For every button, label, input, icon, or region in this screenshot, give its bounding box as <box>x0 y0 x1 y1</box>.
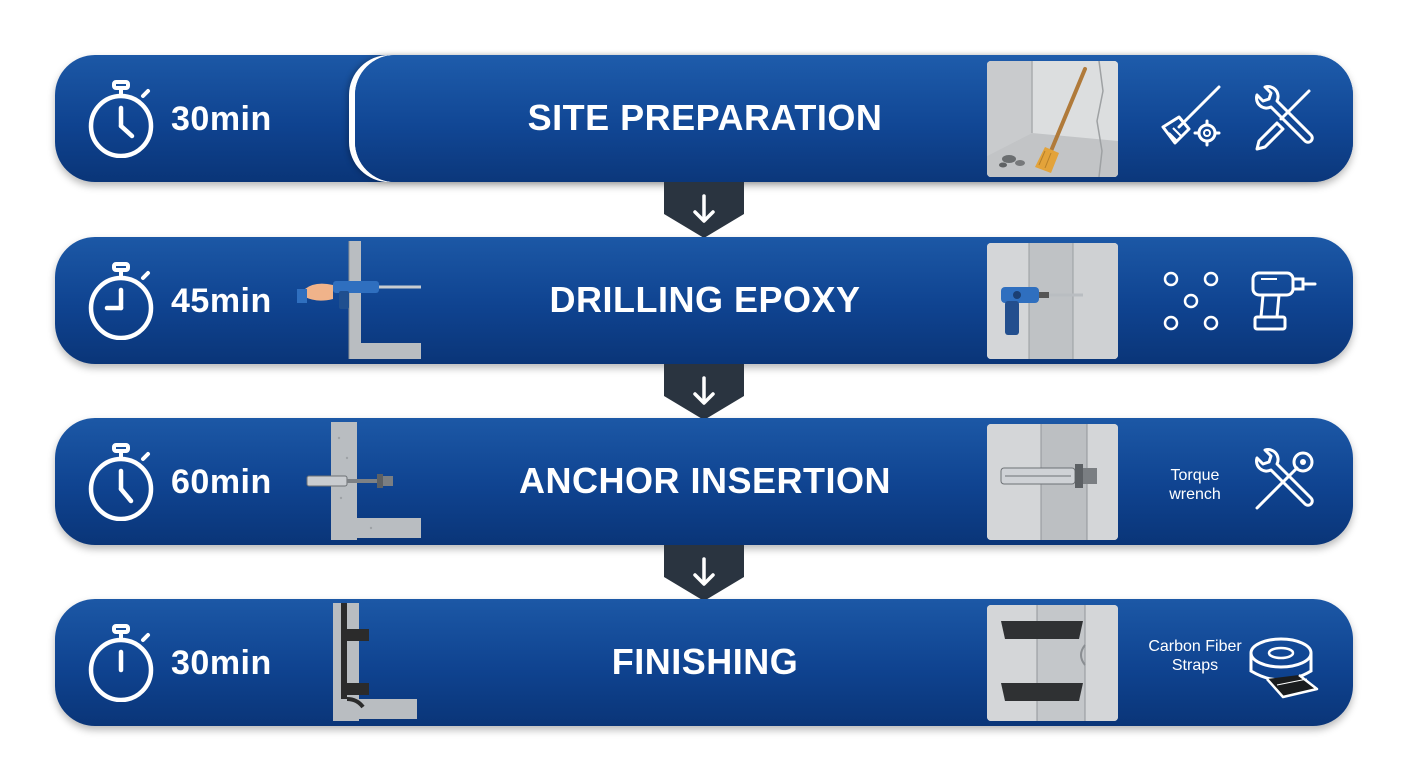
step-2-duration: 45min <box>171 282 272 320</box>
down-arrow-icon <box>664 364 744 420</box>
step-1-bar: 30min SITE PREPARATION <box>55 55 1353 182</box>
step-4-photo <box>987 605 1118 721</box>
down-arrow-icon <box>664 545 744 601</box>
drilling-illustration <box>297 241 421 359</box>
step-4-duration: 30min <box>171 644 272 682</box>
stopwatch-icon <box>88 443 154 521</box>
strap-wrap-illustration <box>333 603 417 721</box>
carbon-fiber-roll-icon <box>1249 637 1319 699</box>
torque-wrench-icon <box>1255 448 1314 510</box>
stopwatch-icon <box>88 262 154 340</box>
step-3-tool-label: Torque wrench <box>1169 467 1221 503</box>
step-1-duration: 30min <box>171 100 272 138</box>
stopwatch-icon <box>88 80 154 158</box>
step-2-bar: 45min DRILLING EPOXY <box>55 237 1353 364</box>
step-2-title: DRILLING EPOXY <box>549 279 861 320</box>
step-4-bar: 30min FINISHING Carbon Fiber Straps <box>55 599 1353 726</box>
stopwatch-icon <box>88 624 154 702</box>
drill-holes-pattern-icon <box>1163 271 1219 331</box>
step-1-photo <box>987 61 1118 177</box>
step-3-title: ANCHOR INSERTION <box>518 460 891 501</box>
step-3-photo <box>987 424 1118 540</box>
anchor-illustration <box>306 422 421 540</box>
step-3-bar: 60min ANCHOR INSERTION Torque wrench <box>55 418 1353 545</box>
step-3-duration: 60min <box>171 463 272 501</box>
step-4-tool-label: Carbon Fiber Straps <box>1148 638 1242 674</box>
step-1-title: SITE PREPARATION <box>527 97 883 138</box>
step-2-photo <box>987 243 1118 359</box>
step-4-title: FINISHING <box>611 641 799 682</box>
down-arrow-icon <box>664 182 744 238</box>
wrench-screwdriver-icon <box>1255 85 1314 151</box>
cordless-drill-icon <box>1251 271 1317 331</box>
broom-gear-icon <box>1161 85 1221 147</box>
